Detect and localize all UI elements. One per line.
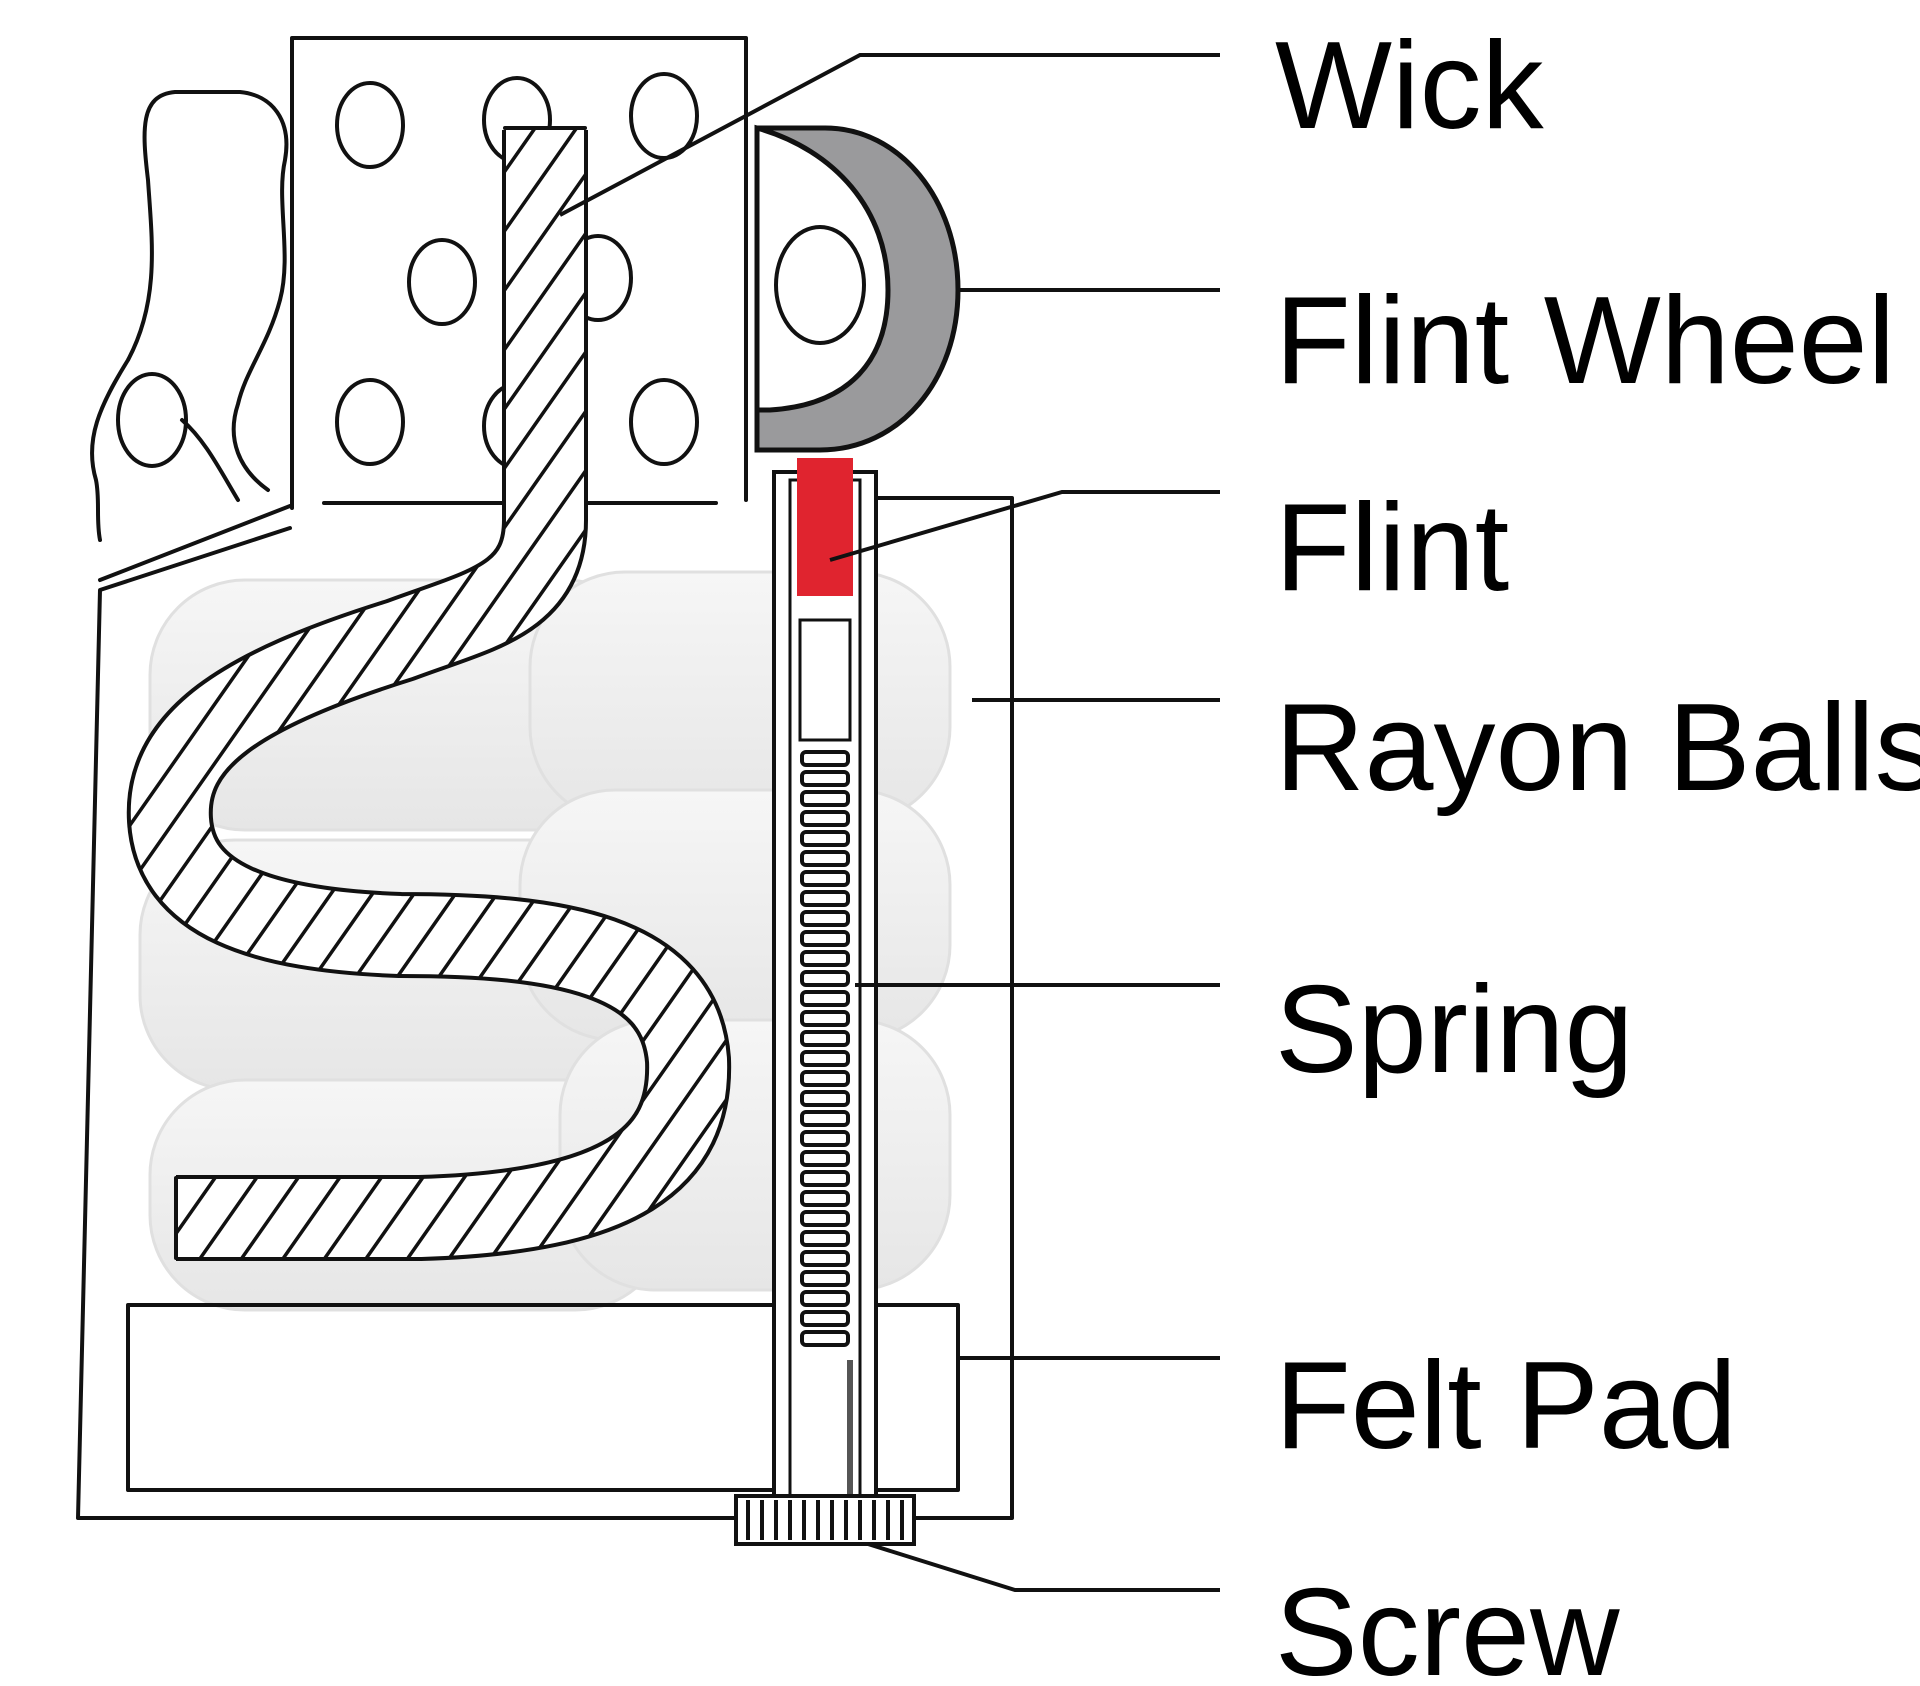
- label-wick: Wick: [1275, 17, 1545, 155]
- label-screw: Screw: [1275, 1564, 1620, 1686]
- spring-coil: [800, 1110, 850, 1127]
- spring-coil: [800, 1010, 850, 1027]
- spring-coil: [800, 1070, 850, 1087]
- spring-coil: [800, 930, 850, 947]
- spring: [800, 750, 850, 1347]
- spring-coil: [800, 1250, 850, 1267]
- spring-coil: [800, 810, 850, 827]
- spring-coil: [800, 970, 850, 987]
- spring-coil: [800, 910, 850, 927]
- label-flint: Flint: [1275, 479, 1509, 617]
- screw: [734, 1494, 916, 1546]
- spring-coil: [800, 890, 850, 907]
- chimney-holes: [116, 72, 699, 470]
- label-spring: Spring: [1275, 961, 1633, 1099]
- spring-coil: [800, 1150, 850, 1167]
- flint: [797, 458, 853, 596]
- spring-coil: [800, 750, 850, 767]
- label-felt-pad: Felt Pad: [1275, 1337, 1737, 1475]
- spring-coil: [800, 770, 850, 787]
- label-flint-wheel: Flint Wheel: [1275, 272, 1895, 410]
- spring-coil: [800, 1310, 850, 1327]
- spring-coil: [800, 830, 850, 847]
- felt-pad: [126, 1303, 960, 1492]
- flint-wheel: [754, 124, 961, 453]
- spring-coil: [800, 1030, 850, 1047]
- leader-screw: [867, 1542, 1220, 1592]
- spring-coil: [800, 1230, 850, 1247]
- spring-coil: [800, 870, 850, 887]
- spring-coil: [800, 790, 850, 807]
- leader-wick: [559, 53, 1220, 217]
- spring-coil: [800, 1090, 850, 1107]
- spring-coil: [800, 850, 850, 867]
- flint-follower: [798, 618, 852, 742]
- spring-coil: [800, 1290, 850, 1307]
- spring-coil: [800, 990, 850, 1007]
- spring-coil: [800, 1210, 850, 1227]
- spring-coil: [800, 1050, 850, 1067]
- labels: Wick Flint Wheel Flint Rayon Balls Sprin…: [1275, 17, 1920, 1686]
- spring-coil: [800, 1190, 850, 1207]
- spring-coil: [800, 1270, 850, 1287]
- spring-coil: [800, 950, 850, 967]
- spring-coil: [800, 1170, 850, 1187]
- spring-coil: [800, 1130, 850, 1147]
- spring-coil: [800, 1330, 850, 1347]
- leader-flint: [829, 490, 1220, 562]
- insert-body: [76, 36, 1014, 1520]
- label-rayon-balls: Rayon Balls: [1275, 679, 1920, 817]
- leader-lines: [559, 53, 1220, 1592]
- wick: [126, 126, 732, 1261]
